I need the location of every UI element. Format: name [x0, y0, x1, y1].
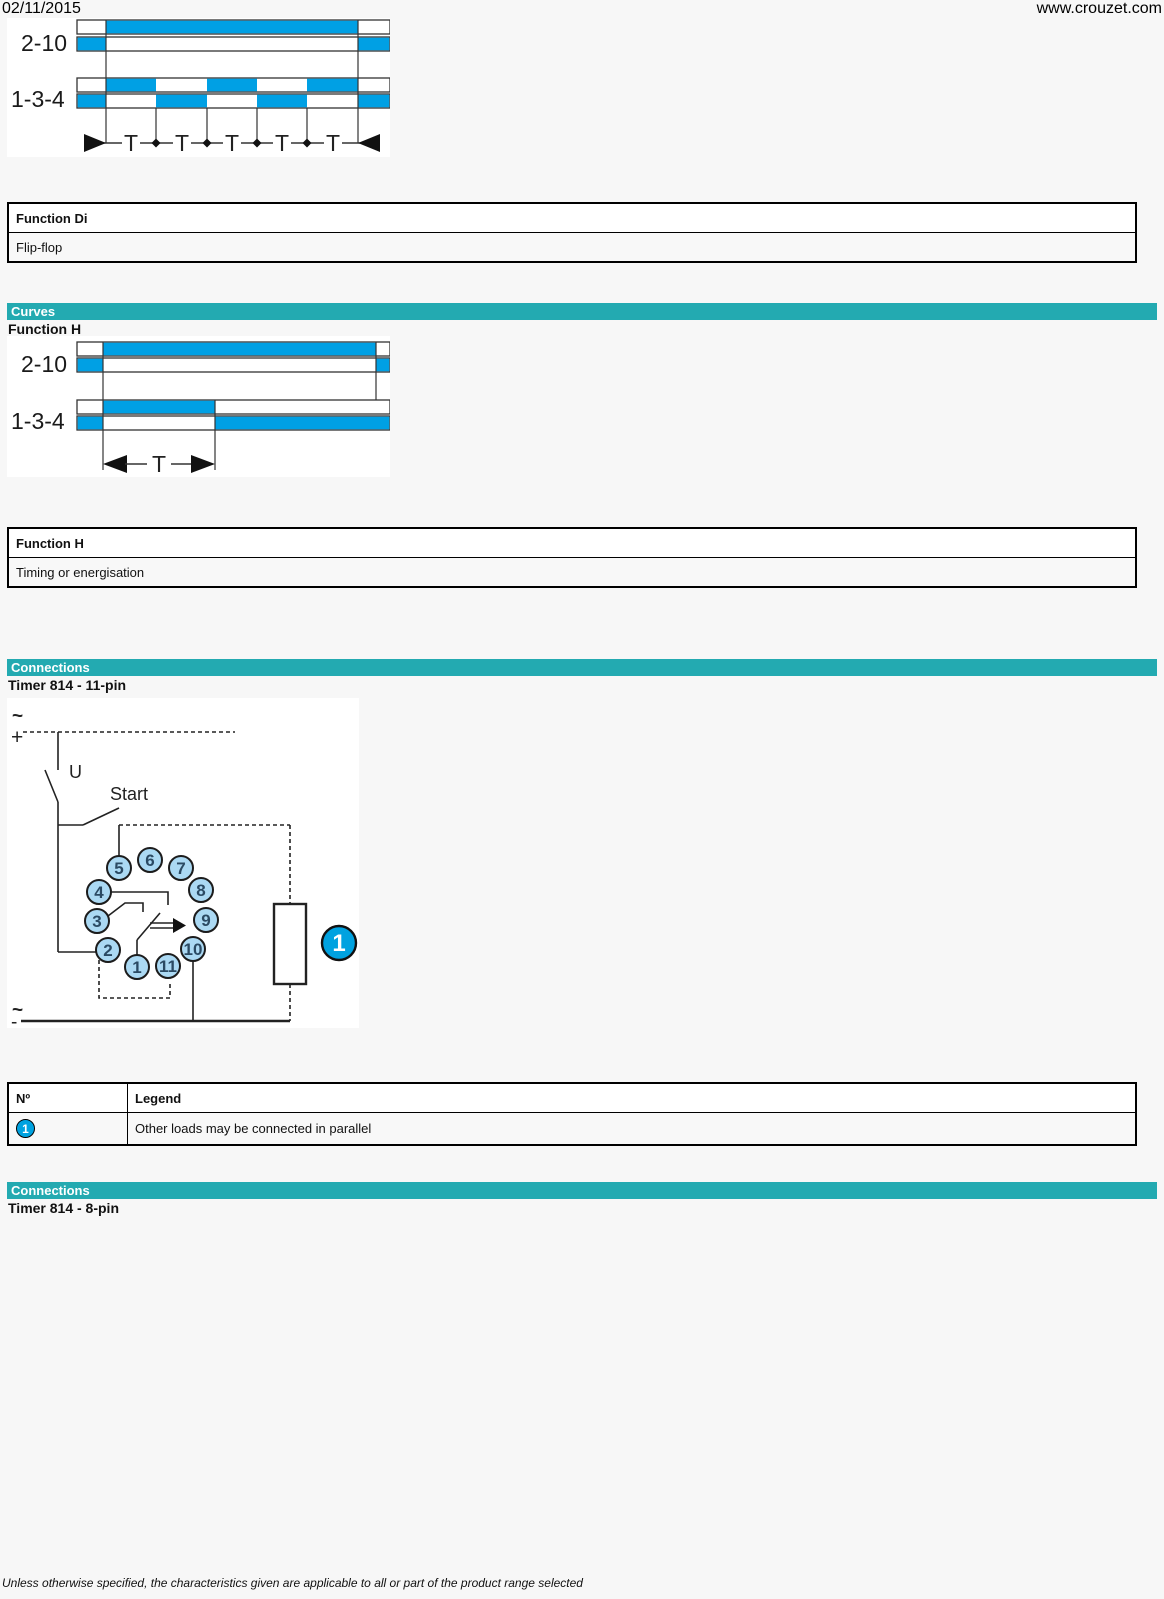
u-label: U [69, 762, 82, 782]
pin-number: 3 [92, 912, 101, 931]
legend-badge-icon [320, 924, 358, 962]
plus-symbol: + [11, 726, 23, 749]
function-h-table: Function H Timing or energisation [7, 527, 1137, 588]
pin-number: 6 [145, 851, 154, 870]
header-date: 02/11/2015 [2, 0, 81, 17]
subtitle-timer-814-11pin: Timer 814 - 11-pin [8, 677, 127, 693]
section-bar-connections-2: Connections [7, 1182, 1157, 1199]
table-header: Function H [9, 529, 1135, 558]
minus-symbol: - [11, 1012, 17, 1028]
pin-number: 10 [184, 940, 203, 959]
row-label-2-10: 2-10 [21, 30, 67, 56]
subtitle-timer-814-8pin: Timer 814 - 8-pin [8, 1200, 120, 1216]
row-label-1-3-4: 1-3-4 [11, 86, 65, 112]
ac-symbol-bottom: ~ [12, 1000, 23, 1021]
header-website: www.crouzet.com [1036, 0, 1162, 17]
arrow-left-icon [103, 455, 127, 473]
contact-arrow-icon [173, 918, 186, 933]
t-interval-label: T [152, 451, 166, 477]
pin-number: 7 [176, 859, 185, 878]
legend-badge-icon: 1 [16, 1119, 35, 1138]
subtitle-function-h: Function H [8, 321, 82, 337]
t-interval-label: T [275, 130, 289, 156]
table-row: Flip-flop [9, 233, 1135, 261]
t-interval-label: T [326, 130, 340, 156]
table-row: Timing or energisation [9, 558, 1135, 586]
pin-circles [84, 847, 219, 980]
pin-number: 8 [196, 881, 205, 900]
tick-diamond [151, 138, 161, 148]
function-di-table: Function Di Flip-flop [7, 202, 1137, 263]
pin-numbers: 1 2 3 4 5 6 7 8 9 10 11 [92, 851, 210, 977]
tick-diamond [202, 138, 212, 148]
legend-col-no: Nº [9, 1084, 128, 1112]
row-label-1-3-4: 1-3-4 [11, 408, 65, 434]
tick-diamond [252, 138, 262, 148]
timing-diagram-function-di: 2-10 1-3-4 T T T T [7, 18, 390, 157]
t-interval-label: T [225, 130, 239, 156]
timing-diagram-function-h: 2-10 1-3-4 T [7, 336, 390, 477]
arrow-left-icon [358, 134, 380, 152]
arrow-right-icon [84, 134, 106, 152]
pin-number: 4 [94, 883, 104, 902]
t-interval-label: T [124, 130, 138, 156]
legend-badge-number: 1 [332, 930, 345, 957]
legend-text: Other loads may be connected in parallel [135, 1121, 372, 1136]
legend-table: Nº Legend 1 Other loads may be connected… [7, 1082, 1137, 1146]
pin-number: 2 [103, 941, 112, 960]
pin-number: 1 [132, 958, 141, 977]
arrow-right-icon [191, 455, 215, 473]
legend-col-legend: Legend [128, 1084, 1135, 1112]
load-rect [272, 902, 308, 986]
connection-diagram-11pin: ~ + ~ - U Start [7, 698, 359, 1028]
section-bar-curves: Curves [7, 303, 1157, 320]
pin-number: 11 [159, 957, 177, 976]
section-bar-connections-1: Connections [7, 659, 1157, 676]
pin-number: 9 [201, 911, 210, 930]
t-interval-label: T [175, 130, 189, 156]
footer-note: Unless otherwise specified, the characte… [2, 1576, 583, 1590]
tick-diamond [302, 138, 312, 148]
ac-symbol-top: ~ [12, 706, 23, 727]
table-header: Function Di [9, 204, 1135, 233]
row-label-2-10: 2-10 [21, 351, 67, 377]
legend-row: 1 Other loads may be connected in parall… [9, 1113, 1135, 1144]
pin-number: 5 [114, 859, 123, 878]
start-label: Start [110, 784, 148, 804]
